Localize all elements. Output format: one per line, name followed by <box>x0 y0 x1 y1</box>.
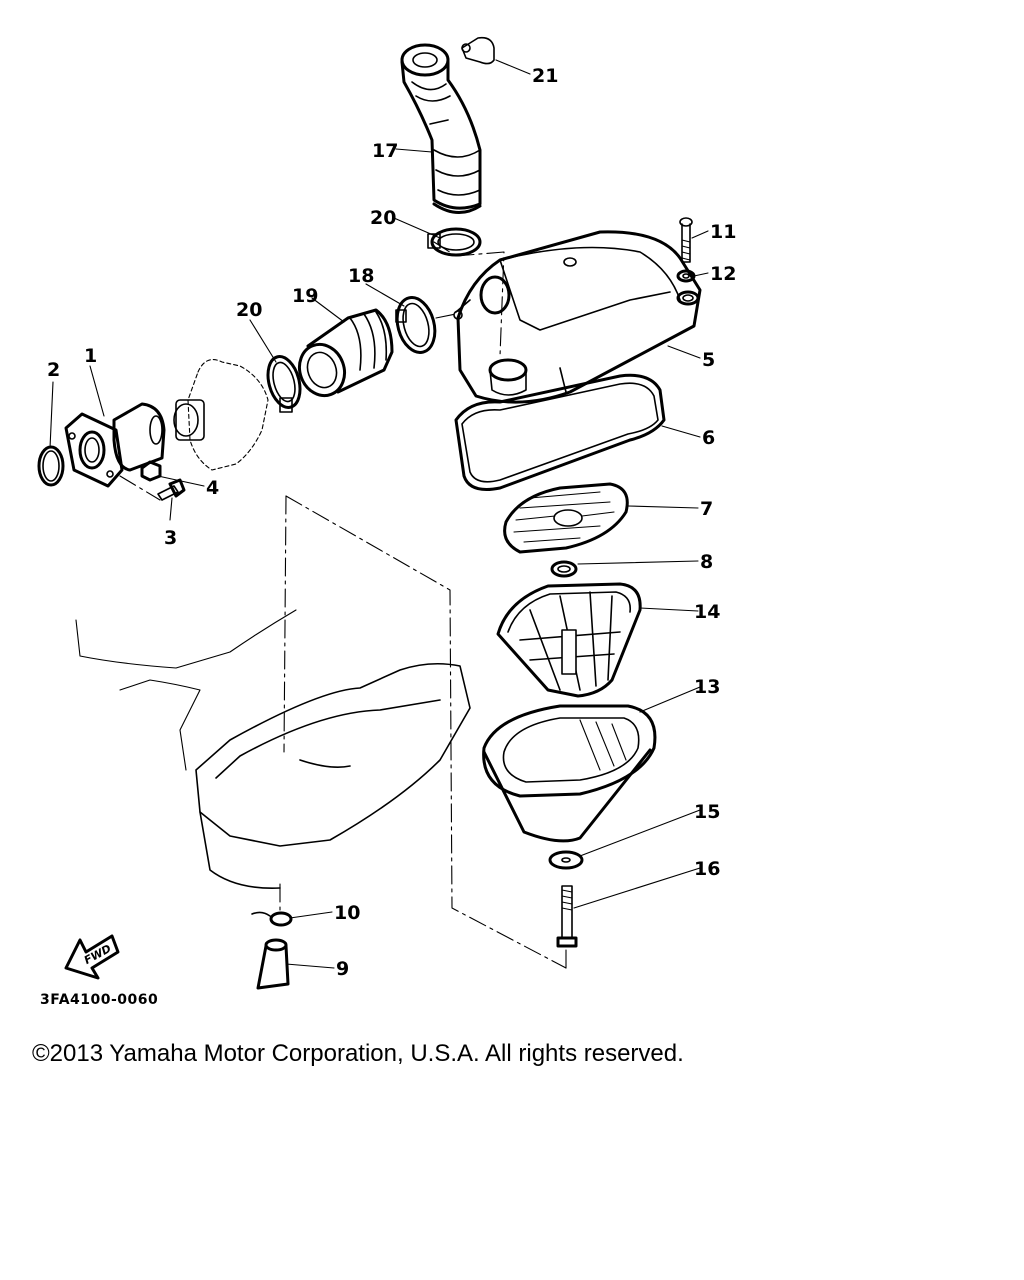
callout-10: 10 <box>334 902 360 924</box>
carburetor-outline <box>173 359 269 471</box>
part-18-clamp <box>395 296 437 354</box>
part-4-nut <box>140 460 162 482</box>
callout-4: 4 <box>206 477 219 499</box>
callout-7: 7 <box>700 498 713 520</box>
callout-labels: 2 1 3 4 5 6 7 8 9 10 11 12 13 14 15 16 1… <box>47 65 736 980</box>
callout-19: 19 <box>292 285 318 307</box>
part-9-drain-hose <box>256 938 290 990</box>
exploded-parts-diagram: FWD 2 1 3 4 5 6 7 8 9 10 11 12 13 14 15 … <box>37 36 736 1008</box>
callout-13: 13 <box>694 676 720 698</box>
callout-9: 9 <box>336 958 349 980</box>
callout-15: 15 <box>694 801 720 823</box>
copyright-notice: ©2013 Yamaha Motor Corporation, U.S.A. A… <box>32 1040 684 1067</box>
part-3-bolt <box>157 478 186 501</box>
frame-outline <box>75 609 471 889</box>
part-16-bolt <box>556 885 578 948</box>
part-1-carburetor-joint <box>64 402 166 488</box>
part-21-vent-cap <box>461 36 495 65</box>
part-2-o-ring <box>37 445 65 487</box>
callout-1: 1 <box>84 345 97 367</box>
part-10-drain-clip <box>251 911 293 927</box>
part-14-element-frame <box>496 582 642 698</box>
part-17-intake-tube <box>400 43 482 214</box>
part-11-bolt <box>679 217 693 263</box>
part-15-washer <box>548 850 584 870</box>
callout-17: 17 <box>372 140 398 162</box>
callout-20-upper: 20 <box>370 207 396 229</box>
diagram-code: 3FA4100-0060 <box>40 992 158 1008</box>
callout-2: 2 <box>47 359 60 381</box>
part-19-intake-duct <box>297 308 394 398</box>
assembly-lines <box>119 241 567 969</box>
part-5-filter-case <box>453 230 702 404</box>
callout-21: 21 <box>532 65 558 87</box>
part-20-clamp-lower <box>266 355 302 413</box>
callout-14: 14 <box>694 601 720 623</box>
part-7-filter-screen <box>503 482 629 554</box>
part-20-clamp-upper <box>427 227 482 257</box>
callout-5: 5 <box>702 349 715 371</box>
callout-20-lower: 20 <box>236 299 262 321</box>
callout-8: 8 <box>700 551 713 573</box>
callout-11: 11 <box>710 221 736 243</box>
leader-lines <box>49 59 709 969</box>
part-13-filter-element <box>482 704 657 843</box>
callout-16: 16 <box>694 858 720 880</box>
callout-3: 3 <box>164 527 177 549</box>
fwd-arrow-icon: FWD <box>64 934 120 980</box>
callout-12: 12 <box>710 263 736 285</box>
part-6-gasket <box>454 373 666 491</box>
callout-6: 6 <box>702 427 715 449</box>
part-8-collar <box>550 560 578 578</box>
callout-18: 18 <box>348 265 374 287</box>
